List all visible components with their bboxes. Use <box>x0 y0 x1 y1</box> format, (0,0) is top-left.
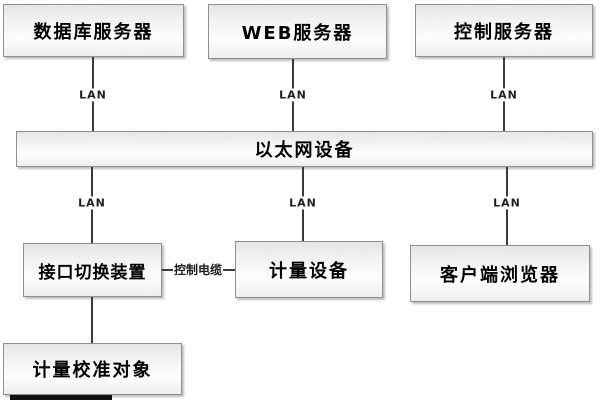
node-ethernet-device-label: 以太网设备 <box>254 140 355 161</box>
edge-label-lan-switch: LAN <box>75 196 109 210</box>
edge-label-control-cable: 控制电缆 <box>172 262 224 278</box>
node-client-browser-label: 客户端浏览器 <box>440 264 560 286</box>
node-ethernet-device: 以太网设备 <box>16 131 593 167</box>
node-control-server-label: 控制服务器 <box>454 21 554 43</box>
node-database-server-label: 数据库服务器 <box>33 21 154 43</box>
node-interface-switch: 接口切换装置 <box>23 243 162 297</box>
edge-label-lan-web: LAN <box>276 88 310 102</box>
node-web-server: WEB服务器 <box>208 4 387 59</box>
connector-switch-calibration <box>91 297 93 343</box>
node-client-browser: 客户端浏览器 <box>410 245 590 302</box>
node-calibration-object-label: 计量校准对象 <box>32 360 153 381</box>
edge-label-lan-database: LAN <box>76 88 110 102</box>
node-control-server: 控制服务器 <box>415 4 593 57</box>
edge-label-lan-control: LAN <box>487 88 521 102</box>
node-interface-switch-label: 接口切换装置 <box>38 262 147 283</box>
edge-label-lan-metering: LAN <box>286 196 320 210</box>
bottom-black-bar <box>10 395 112 400</box>
node-calibration-object: 计量校准对象 <box>3 343 182 395</box>
node-database-server: 数据库服务器 <box>3 4 184 57</box>
node-metering-device-label: 计量设备 <box>269 260 349 282</box>
node-web-server-label: WEB服务器 <box>241 22 354 44</box>
edge-label-lan-browser: LAN <box>490 196 524 210</box>
node-metering-device: 计量设备 <box>235 241 383 298</box>
